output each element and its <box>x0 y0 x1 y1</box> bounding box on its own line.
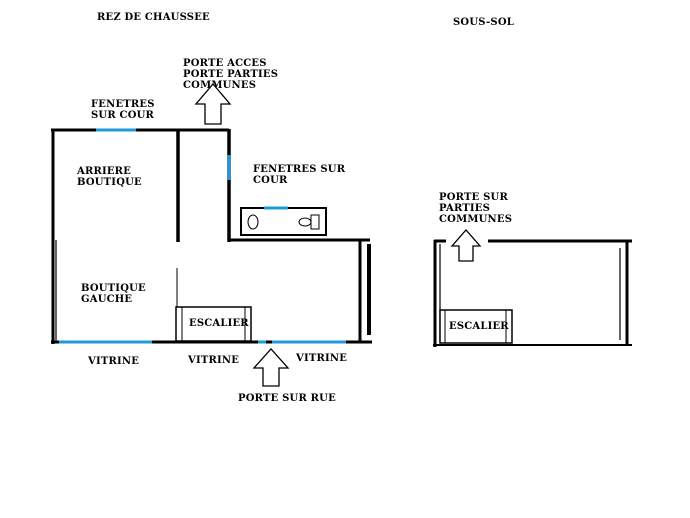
svg-text:BOUTIQUE: BOUTIQUE <box>77 177 142 188</box>
ss-escalier: ESCALIER <box>439 309 513 344</box>
vitrine-right-label: VITRINE <box>295 353 347 364</box>
svg-text:PORTE SUR: PORTE SUR <box>439 192 508 203</box>
svg-text:COMMUNES: COMMUNES <box>439 214 512 225</box>
fenetres-sur-cour-top-label: FENETRES SUR COUR <box>91 99 155 121</box>
svg-text:SUR COUR: SUR COUR <box>91 110 155 121</box>
porte-acces-arrow-icon <box>194 82 232 125</box>
porte-acces-label: PORTE ACCES PORTE PARTIES COMMUNES <box>183 58 278 91</box>
svg-text:ARRIERE: ARRIERE <box>76 166 131 177</box>
svg-text:FENETRES: FENETRES <box>91 99 155 110</box>
boutique-gauche-label: BOUTIQUE GAUCHE <box>81 283 146 305</box>
sink-icon <box>298 217 312 227</box>
svg-text:PORTE ACCES: PORTE ACCES <box>183 58 267 69</box>
svg-text:FENETRES SUR: FENETRES SUR <box>253 164 346 175</box>
toilet-bowl-icon <box>247 214 259 230</box>
rdc-escalier-box <box>175 306 252 342</box>
rdc-escalier-label: ESCALIER <box>189 318 249 329</box>
porte-sur-parties-communes-label: PORTE SUR PARTIES COMMUNES <box>439 192 512 225</box>
ss-escalier-box <box>439 309 513 344</box>
sous-sol-title: SOUS-SOL <box>453 17 514 28</box>
toilet-tank-icon <box>310 214 320 230</box>
rdc-windows <box>59 128 346 344</box>
rez-de-chaussee-title: REZ DE CHAUSSEE <box>97 12 210 23</box>
toilet-room <box>240 207 327 236</box>
porte-sur-rue-arrow-icon <box>252 348 290 387</box>
porte-sur-rue-label: PORTE SUR RUE <box>238 393 336 404</box>
svg-text:GAUCHE: GAUCHE <box>81 294 132 305</box>
svg-text:BOUTIQUE: BOUTIQUE <box>81 283 146 294</box>
rdc-escalier: ESCALIER <box>175 306 252 342</box>
svg-text:PARTIES: PARTIES <box>439 203 490 214</box>
vitrine-mid-label: VITRINE <box>187 355 239 366</box>
vitrine-left-label: VITRINE <box>87 356 139 367</box>
svg-text:COUR: COUR <box>253 175 288 186</box>
arriere-boutique-label: ARRIERE BOUTIQUE <box>76 166 142 188</box>
porte-sur-parties-communes-arrow-icon <box>450 229 482 262</box>
ss-escalier-label: ESCALIER <box>449 321 509 332</box>
svg-text:COMMUNES: COMMUNES <box>183 80 256 91</box>
fenetres-sur-cour-right-label: FENETRES SUR COUR <box>253 164 346 186</box>
svg-text:PORTE PARTIES: PORTE PARTIES <box>183 69 278 80</box>
